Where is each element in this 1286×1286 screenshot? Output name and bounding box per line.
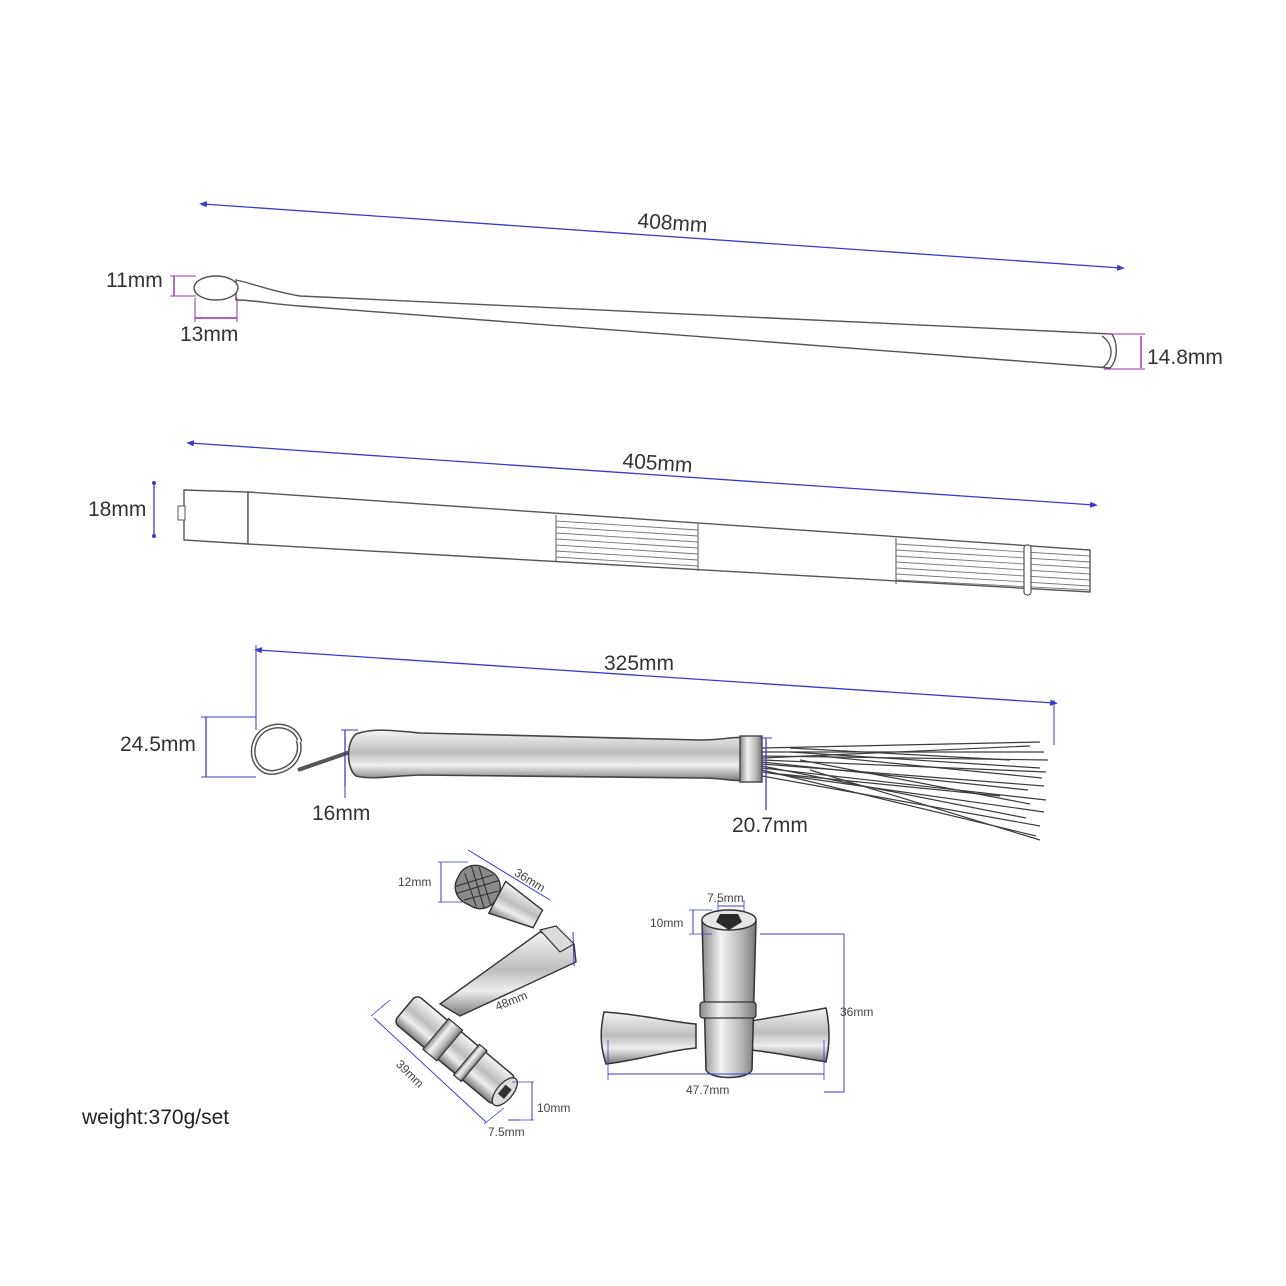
wire-brush-handle: [347, 729, 747, 782]
knob-diameter-label: 12mm: [398, 875, 431, 889]
rod-brush-length-dimension-line: [186, 440, 1098, 508]
arm-length-dimension-line: [572, 931, 575, 967]
speed-key-knurl: [455, 865, 500, 909]
wire-brush: 325mm 24.5mm: [120, 645, 1058, 841]
wire-brush-bristles: [761, 741, 1049, 841]
socket-inner-label: 7.5mm: [488, 1125, 525, 1139]
tip-height-label: 11mm: [106, 269, 163, 292]
drumstick-length-dimension-line: [199, 201, 1125, 271]
drumstick-length-label: 408mm: [637, 209, 708, 237]
drumstick-body: [235, 279, 1117, 369]
t-key-barrel: [701, 911, 757, 1079]
t-key-collar: [699, 1001, 757, 1019]
drumstick-butt-end: [1101, 335, 1112, 369]
t-key-wing-right: [729, 1007, 830, 1063]
wire-brush-loop-highlight: [252, 724, 301, 774]
rod-brush-end-knob: [177, 505, 186, 521]
rod-brush-cap: [183, 489, 249, 545]
t-socket-inner-label: 7.5mm: [707, 891, 744, 905]
rod-brush-diameter-tick: [152, 481, 156, 485]
speed-key-shaft: [538, 925, 575, 953]
head-length-tick: [483, 1107, 505, 1125]
speed-key-head: [395, 996, 518, 1107]
drumstick: 408mm 11mm 13mm 14.8mm: [106, 201, 1223, 370]
knob-length-dimension-line: [467, 849, 551, 901]
rod-brush-band: [1023, 544, 1032, 596]
handle-diameter-label: 20.7mm: [732, 814, 808, 837]
head-length-tick: [370, 999, 391, 1017]
rod-brush-length-label: 405mm: [622, 450, 693, 478]
t-key: 7.5mm 10mm 36mm 47.7mm: [600, 891, 873, 1097]
speed-key-knob: [454, 864, 544, 929]
tip-length-label: 13mm: [180, 323, 238, 346]
rod-brush-rods-middle: [555, 520, 699, 567]
rod-brush: 405mm 18mm: [88, 440, 1098, 596]
socket-outer-label: 10mm: [537, 1101, 570, 1115]
loop-diameter-label: 24.5mm: [120, 733, 196, 756]
rod-brush-shaft: [247, 491, 1091, 593]
t-socket-outer-label: 10mm: [650, 916, 683, 930]
speed-key: 12mm 36mm 48mm 39mm 10mm 7.5mm: [370, 849, 577, 1139]
rod-brush-diameter-tick: [152, 534, 156, 538]
head-length-dimension-line: [373, 1017, 487, 1123]
t-key-socket-hole: [716, 914, 742, 930]
weight-label: weight:370g/set: [82, 1106, 230, 1129]
wire-brush-length-dimension-line: [254, 647, 1058, 706]
wire-brush-length-label: 325mm: [604, 652, 674, 675]
handle-end-label: 16mm: [312, 802, 370, 825]
rod-brush-rods-end: [895, 543, 1091, 591]
t-width-label: 47.7mm: [686, 1083, 729, 1097]
rod-brush-diameter-label: 18mm: [88, 498, 146, 521]
wire-brush-ferrule: [739, 735, 763, 783]
wire-brush-wire: [297, 750, 351, 772]
butt-diameter-label: 14.8mm: [1147, 346, 1223, 369]
t-height-label: 36mm: [840, 1005, 873, 1019]
t-key-wing-left: [600, 1011, 697, 1065]
drumstick-tip: [193, 275, 239, 301]
